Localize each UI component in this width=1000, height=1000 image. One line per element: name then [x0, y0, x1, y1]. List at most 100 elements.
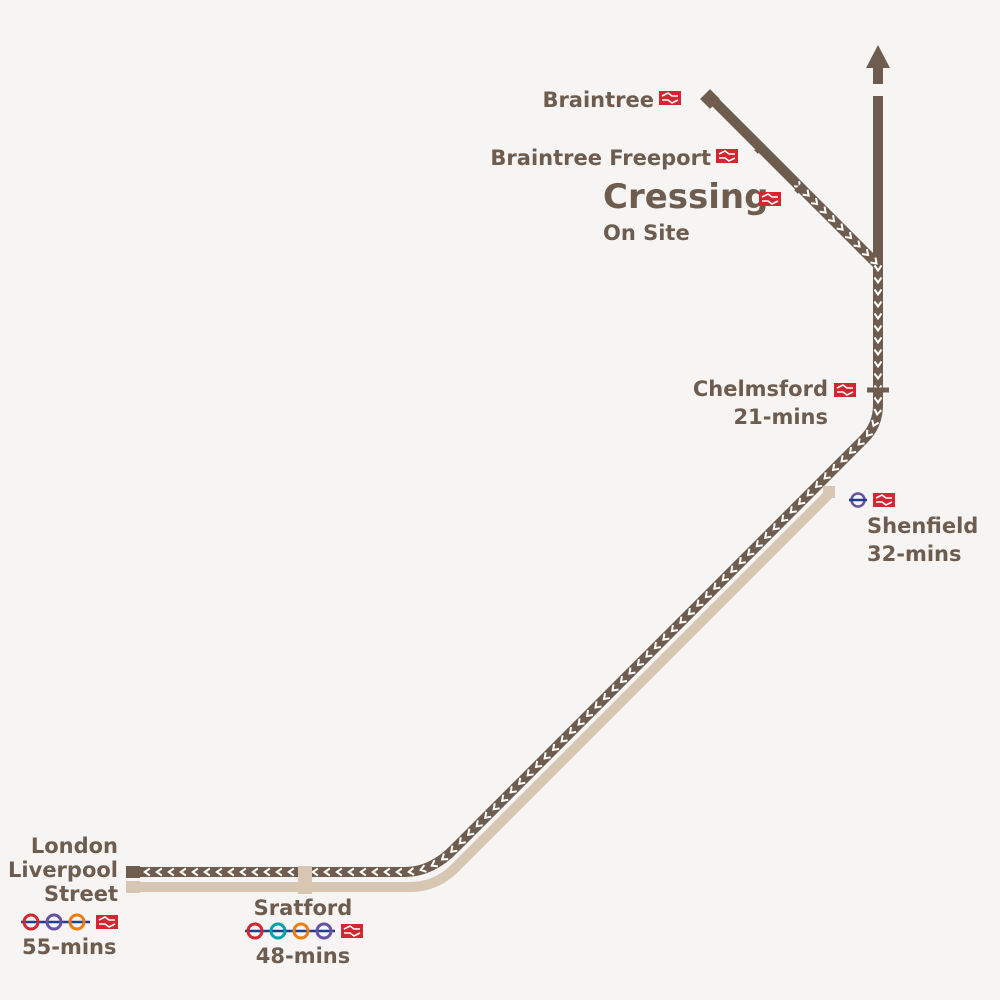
chevron: [645, 650, 653, 658]
chevron: [179, 867, 187, 877]
liverpool-street-terminus-light: [126, 881, 140, 893]
north-arrow-icon: [866, 45, 890, 96]
chevron: [287, 867, 295, 877]
chevron: [526, 769, 534, 777]
station-name-braintree-freeport: Braintree Freeport: [490, 146, 711, 170]
chevron: [628, 667, 636, 675]
chevron: [780, 514, 789, 523]
chevron: [323, 867, 331, 877]
national-rail-icon: [340, 923, 364, 939]
elizabeth-line-roundel-icon: [22, 913, 40, 931]
chevron: [873, 324, 883, 333]
chevron: [311, 867, 319, 877]
station-name-liverpool-street-line1: London: [31, 834, 118, 858]
chevron: [687, 607, 696, 616]
elizabeth-line-roundel-icon: [849, 492, 867, 508]
chevron: [871, 419, 880, 428]
chevron: [500, 794, 509, 803]
chevron: [721, 574, 729, 582]
chevron: [636, 658, 645, 667]
chevron: [203, 867, 211, 877]
station-time-shenfield: 32-mins: [867, 542, 961, 566]
chevron: [155, 867, 163, 877]
liverpool-street-interchange-icons: [21, 913, 90, 931]
cressing-tick: [794, 182, 806, 194]
station-name-chelmsford: Chelmsford: [693, 377, 828, 401]
chevron: [560, 735, 568, 743]
chevron: [475, 820, 483, 828]
overground-roundel-icon: [292, 922, 310, 940]
chevron: [215, 867, 223, 877]
chevron: [239, 867, 247, 877]
chevron: [585, 709, 594, 718]
chevron: [873, 372, 883, 381]
chevron: [730, 565, 738, 573]
station-name-braintree: Braintree: [542, 88, 654, 112]
national-rail-icon: [95, 914, 119, 930]
chevron: [383, 867, 391, 877]
national-rail-icon: [872, 492, 896, 508]
chevron: [602, 692, 611, 701]
chevron: [466, 828, 475, 837]
chevron: [772, 523, 780, 531]
chevron: [844, 231, 853, 240]
chevron: [517, 777, 526, 786]
chevron: [831, 463, 840, 472]
chevron: [861, 248, 870, 257]
chevron: [848, 446, 857, 455]
chevron: [738, 557, 746, 565]
chevron: [371, 867, 379, 877]
station-name-liverpool-street-line3: Street: [44, 882, 118, 906]
chevron: [873, 276, 883, 285]
chevron: [509, 786, 517, 794]
chevron: [167, 867, 175, 877]
chevron: [755, 540, 763, 548]
braintree-freeport-tick: [754, 142, 766, 154]
chevron: [263, 867, 271, 877]
chevron: [865, 429, 874, 438]
station-time-chelmsford: 21-mins: [734, 405, 828, 429]
chevron: [802, 189, 810, 197]
dlr-roundel-icon: [269, 922, 287, 940]
chevron: [492, 803, 500, 811]
chevron: [679, 616, 687, 624]
chevron: [873, 396, 883, 405]
elizabeth-line-roundel-icon: [315, 922, 333, 940]
chevron: [251, 867, 259, 877]
chevron: [873, 336, 883, 345]
chevron: [335, 867, 343, 877]
direction-chevrons: [143, 180, 883, 877]
chevron: [763, 531, 772, 540]
liverpool-street-terminus-dark: [126, 866, 140, 878]
chevron: [450, 845, 458, 853]
chevron: [611, 684, 619, 692]
chevron: [670, 624, 679, 633]
chevron: [534, 760, 543, 769]
chevron: [227, 867, 235, 877]
station-time-liverpool-street: 55-mins: [22, 935, 116, 959]
chevron: [873, 300, 883, 309]
chevron: [568, 726, 577, 735]
chevron: [789, 506, 797, 514]
chevron: [873, 312, 883, 321]
station-name-stratford: Sratford: [254, 896, 353, 920]
shenfield-marker: [823, 486, 835, 498]
chevron: [827, 214, 836, 223]
chevron: [395, 867, 403, 877]
chevron: [704, 590, 713, 599]
national-rail-icon: [833, 382, 857, 398]
chevron: [483, 811, 492, 820]
overground-roundel-icon: [68, 913, 86, 931]
chevron: [577, 718, 585, 726]
elizabeth-line-roundel-icon: [45, 913, 63, 931]
chevron: [653, 641, 662, 650]
chevron: [430, 859, 438, 868]
chevron: [873, 348, 883, 357]
chevron: [551, 743, 560, 752]
chevron: [870, 257, 878, 265]
chevron: [696, 599, 704, 607]
chevron: [819, 206, 827, 214]
elizabeth-line-roundel-icon: [246, 922, 264, 940]
chevron: [347, 867, 355, 877]
